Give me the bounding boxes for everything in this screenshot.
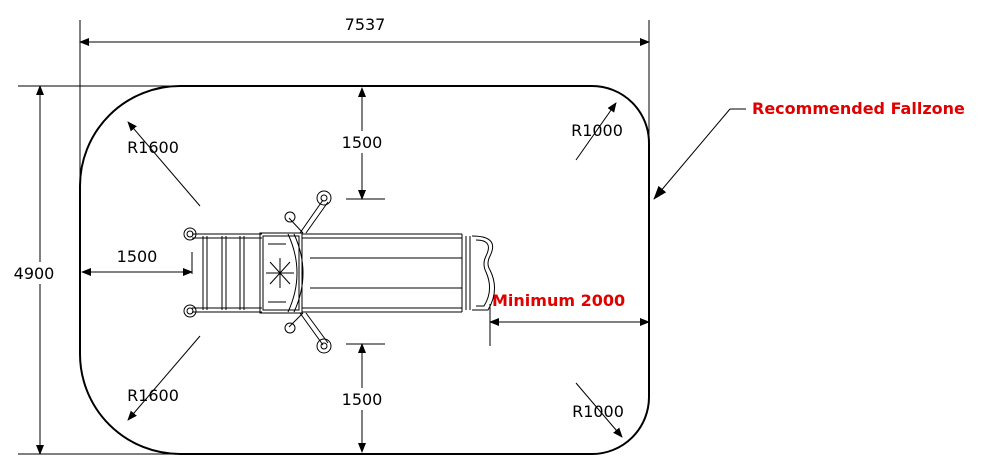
overall-height-label: 4900 (14, 264, 55, 283)
radius-top-right-label: R1000 (571, 121, 623, 140)
top-clearance-label: 1500 (342, 133, 383, 152)
left-clearance-label: 1500 (117, 247, 158, 266)
support-legs (284, 190, 332, 354)
slide-equipment-icon (183, 190, 495, 354)
radius-top-left: R1600 (127, 121, 201, 207)
radius-bottom-left-label: R1600 (127, 386, 179, 405)
radius-bottom-right: R1000 (572, 382, 624, 438)
radius-bottom-right-label: R1000 (572, 402, 624, 421)
fallzone-callout: Recommended Fallzone (653, 99, 965, 200)
fallzone-label: Recommended Fallzone (752, 99, 965, 118)
platform (259, 232, 304, 314)
slide-chute (302, 233, 495, 313)
bottom-clearance-label: 1500 (342, 390, 383, 409)
overall-width-label: 7537 (345, 15, 386, 34)
fallzone-outline (79, 85, 650, 455)
top-clearance-dimension: 1500 (336, 87, 388, 200)
radius-top-left-label: R1600 (127, 138, 179, 157)
overall-width-dimension: 7537 (79, 15, 650, 186)
bottom-clearance-dimension: 1500 (336, 343, 388, 453)
minimum-label: Minimum 2000 (492, 291, 625, 310)
overall-height-dimension: 4900 (2, 85, 180, 455)
left-clearance-dimension: 1500 (81, 247, 193, 276)
radius-top-right: R1000 (571, 102, 623, 161)
radius-bottom-left: R1600 (127, 335, 201, 421)
ladder (183, 227, 262, 318)
minimum-dimension: Minimum 2000 (489, 291, 650, 346)
